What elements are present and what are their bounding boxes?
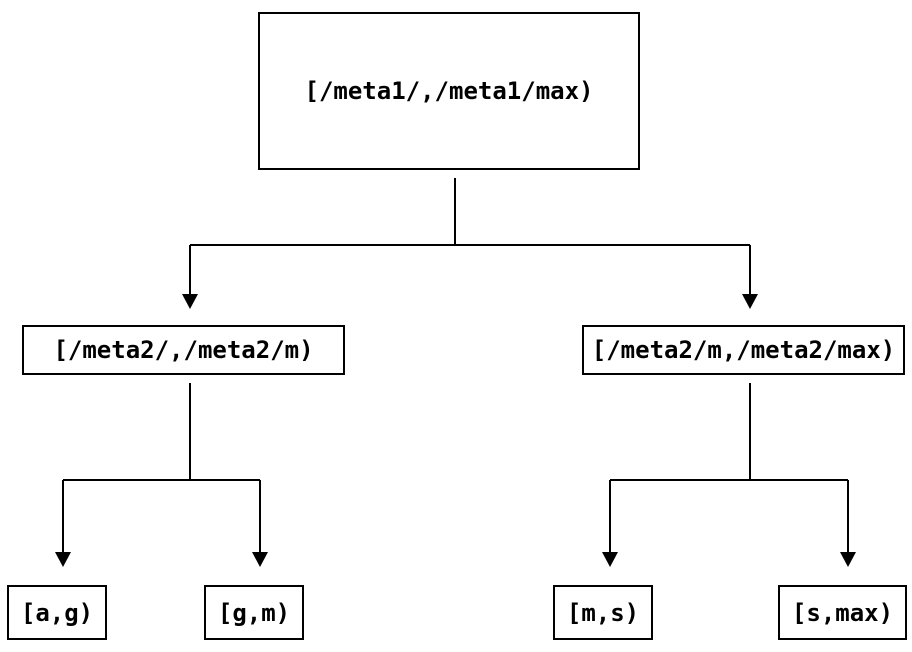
arrowhead-right-smax xyxy=(840,552,856,567)
node-meta2-right: [/meta2/m,/meta2/max) xyxy=(582,325,905,375)
arrowhead-right-ms xyxy=(602,552,618,567)
arrowhead-root-left xyxy=(182,294,198,309)
node-meta2-left: [/meta2/,/meta2/m) xyxy=(22,325,345,375)
node-root-label: [/meta1/,/meta1/max) xyxy=(304,77,594,105)
node-root: [/meta1/,/meta1/max) xyxy=(258,12,640,170)
node-leaf-gm-label: [g,m) xyxy=(217,598,291,627)
node-leaf-ag: [a,g) xyxy=(7,585,107,640)
node-leaf-gm: [g,m) xyxy=(204,585,304,640)
node-leaf-ms-label: [m,s) xyxy=(566,598,640,627)
node-meta2-right-label: [/meta2/m,/meta2/max) xyxy=(591,336,896,364)
node-leaf-ag-label: [a,g) xyxy=(20,598,94,627)
arrowhead-root-right xyxy=(742,294,758,309)
arrowhead-left-ag xyxy=(55,552,71,567)
node-leaf-smax: [s,max) xyxy=(778,585,907,640)
node-leaf-smax-label: [s,max) xyxy=(791,598,894,627)
arrowhead-left-gm xyxy=(252,552,268,567)
node-leaf-ms: [m,s) xyxy=(553,585,653,640)
node-meta2-left-label: [/meta2/,/meta2/m) xyxy=(53,336,314,364)
